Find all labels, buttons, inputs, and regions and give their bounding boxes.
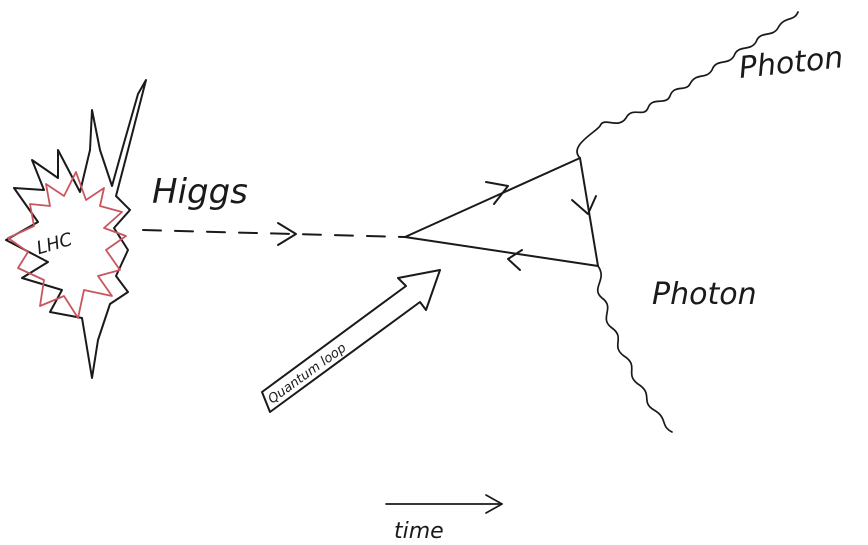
time-label: time bbox=[394, 519, 444, 544]
quantum-loop-label: Quantum loop bbox=[266, 341, 350, 408]
loop-arrow-right bbox=[572, 196, 596, 214]
higgs-label: Higgs bbox=[152, 172, 248, 212]
photon-top-wave bbox=[577, 12, 798, 158]
higgs-propagator bbox=[143, 230, 405, 237]
lhc-label: LHC bbox=[34, 229, 75, 259]
photon-bottom-label: Photon bbox=[652, 277, 757, 312]
quantum-loop-triangle bbox=[405, 158, 598, 266]
photon-top-label: Photon bbox=[737, 40, 845, 86]
